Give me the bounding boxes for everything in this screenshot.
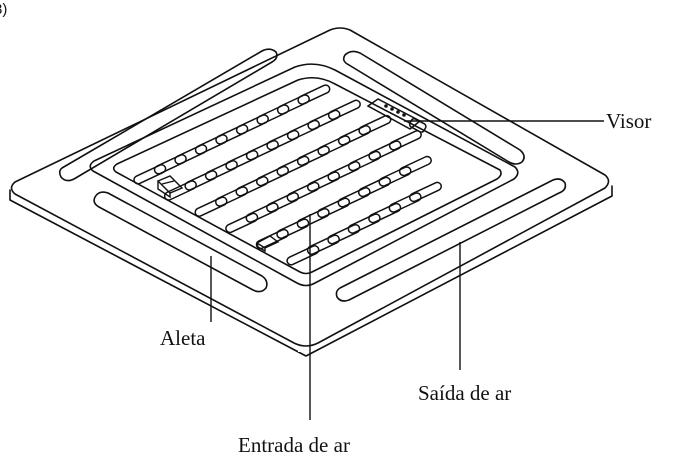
grille-slot: [368, 140, 402, 161]
air-outlet-slot-nw: [58, 48, 278, 182]
grille-frame: [89, 63, 519, 287]
grille-slot: [276, 155, 310, 177]
grille-slot: [388, 130, 422, 151]
grille-slot: [163, 180, 197, 201]
grille-slot: [388, 192, 422, 213]
figure-corner-tag: 3): [0, 1, 7, 18]
grille-slot: [266, 192, 300, 213]
grille-slot: [235, 114, 269, 135]
grille-slot: [194, 196, 228, 217]
label-saida-de-ar: Saída de ar: [418, 381, 511, 405]
grille-slot: [317, 135, 351, 156]
grille-slot: [357, 176, 392, 198]
grille-slot: [327, 223, 361, 245]
grille-slot: [225, 149, 259, 171]
grille-slot: [368, 202, 402, 224]
grille-slot: [255, 228, 289, 250]
grille-slot: [184, 170, 218, 191]
air-outlet-slot-ne: [342, 50, 525, 165]
grille-slot: [286, 245, 320, 266]
grille-slot: [286, 181, 320, 203]
grille-slot: [245, 202, 279, 223]
grille-slot: [408, 181, 443, 203]
grille-slot: [327, 161, 361, 182]
grille-slot: [317, 197, 351, 219]
grille-slot: [347, 150, 382, 172]
grille-slot: [307, 109, 341, 131]
grille-slot: [276, 94, 310, 115]
grille-slot: [296, 207, 330, 229]
grille-slot: [256, 104, 290, 125]
grille-slot: [306, 234, 340, 255]
grille-slot: [174, 144, 208, 165]
grille-slot: [296, 145, 330, 166]
louver-motor-cover-left: [156, 175, 184, 199]
grille-slot: [255, 165, 290, 187]
label-aleta: Aleta: [160, 326, 206, 350]
grille-slot: [225, 212, 259, 234]
grille-slot: [153, 154, 187, 175]
grille-slot: [286, 119, 320, 141]
grille-slot: [276, 218, 310, 239]
grille-slot: [337, 125, 371, 146]
label-entrada-de-ar: Entrada de ar: [238, 433, 350, 457]
grille-slot: [235, 176, 269, 197]
grille-slot: [327, 99, 361, 121]
grille-slot: [245, 139, 279, 161]
grille-slot: [133, 164, 167, 185]
grille-slot: [194, 134, 228, 155]
grille-slot: [337, 187, 371, 208]
grille-slot: [378, 166, 412, 187]
louver-motor-cover-right: [255, 235, 280, 253]
grille-slot: [215, 124, 249, 145]
air-outlet-slot-se: [335, 178, 567, 302]
grille-slot: [297, 84, 331, 105]
grille-slot: [266, 129, 300, 151]
grille-slot: [358, 114, 392, 136]
air-inlet-grille: [112, 76, 502, 275]
grille-slot: [204, 160, 238, 181]
label-visor: Visor: [606, 109, 651, 133]
panel-outer-border: [10, 27, 610, 347]
air-outlet-slot-sw: [93, 191, 268, 293]
grille-slot: [398, 155, 432, 177]
grille-slot: [306, 171, 341, 192]
grille-slot: [214, 186, 249, 207]
grille-slots: [133, 84, 443, 266]
grille-slot: [347, 213, 381, 234]
